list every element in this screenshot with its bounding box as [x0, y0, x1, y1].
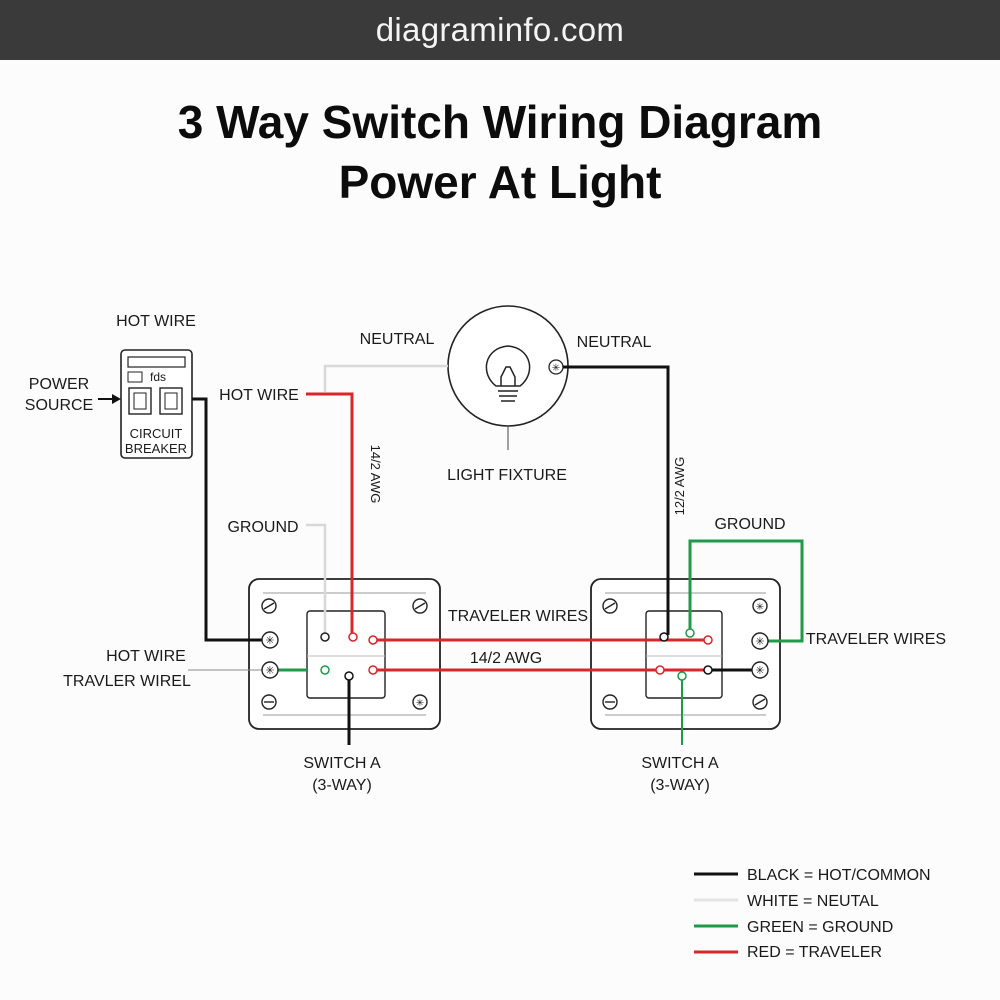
screw-icon: ✳ — [412, 694, 428, 710]
label-traveler-wires-right: TRAVELER WIRES — [806, 631, 946, 648]
svg-text:✳: ✳ — [416, 698, 424, 709]
circuit-breaker: fds CIRCUIT BREAKER — [120, 349, 193, 459]
site-header: diagraminfo.com — [0, 0, 1000, 60]
label-switch-right-2: (3-WAY) — [650, 777, 710, 794]
terminal-screw-icon: ✳ — [261, 661, 279, 679]
svg-text:✳: ✳ — [756, 602, 764, 613]
terminal-screw-icon: ✳ — [261, 631, 279, 649]
svg-text:✳: ✳ — [552, 363, 560, 374]
screw-icon — [602, 694, 618, 710]
label-hot-wire-left: HOT WIRE — [106, 648, 186, 665]
breaker-marks: fds — [150, 370, 166, 384]
power-source-arrow — [98, 394, 121, 404]
wire-neutral-left — [323, 364, 448, 392]
label-ground-right: GROUND — [714, 516, 785, 533]
diagram-labels: HOT WIRE POWER SOURCE HOT WIRE NEUTRAL N… — [25, 313, 946, 794]
label-awg-right: 12/2 AWG — [672, 457, 687, 516]
legend-item-0: BLACK = HOT/COMMON — [747, 867, 931, 884]
legend-item-3: RED = TRAVELER — [747, 944, 882, 961]
terminal-screw-icon: ✳ — [751, 632, 769, 650]
title-line-1: 3 Way Switch Wiring Diagram — [177, 96, 823, 148]
switch-a-left[interactable] — [248, 578, 441, 730]
label-traveler-wire-left: TRAVLER WIREL — [63, 673, 191, 690]
svg-text:✳: ✳ — [265, 665, 274, 677]
label-hot-wire-mid: HOT WIRE — [219, 387, 299, 404]
screw-icon — [261, 694, 277, 710]
svg-text:✳: ✳ — [755, 665, 764, 677]
label-traveler-wires-mid: TRAVELER WIRES — [448, 608, 588, 625]
label-switch-right-1: SWITCH A — [641, 755, 719, 772]
breaker-label-2: BREAKER — [125, 441, 187, 456]
label-switch-left-2: (3-WAY) — [312, 777, 372, 794]
label-ground-left: GROUND — [227, 519, 298, 536]
page-title: 3 Way Switch Wiring Diagram Power At Lig… — [0, 92, 1000, 212]
screw-icon — [261, 598, 277, 614]
label-awg-left: 14/2 AWG — [368, 445, 383, 504]
legend: BLACK = HOT/COMMON WHITE = NEUTAL GREEN … — [694, 867, 931, 961]
label-hot-wire-top: HOT WIRE — [116, 313, 196, 330]
label-power-source-1: POWER — [29, 376, 89, 393]
screw-icon — [602, 598, 618, 614]
screw-icon — [752, 694, 768, 710]
light-fixture: ✳ — [447, 305, 569, 450]
site-name[interactable]: diagraminfo.com — [375, 11, 625, 48]
svg-text:✳: ✳ — [265, 635, 274, 647]
label-switch-left-1: SWITCH A — [303, 755, 381, 772]
label-neutral-left: NEUTRAL — [360, 331, 435, 348]
legend-item-1: WHITE = NEUTAL — [747, 893, 879, 910]
wire-ground-left — [306, 523, 327, 635]
light-bulb-icon — [485, 345, 531, 402]
wire-neutral-right — [563, 365, 670, 635]
wires — [188, 364, 804, 745]
svg-text:✳: ✳ — [755, 636, 764, 648]
wire-ground-right — [688, 539, 804, 643]
switch-a-right[interactable] — [590, 578, 781, 730]
title-line-2: Power At Light — [338, 156, 662, 208]
label-awg-mid: 14/2 AWG — [470, 650, 542, 667]
terminal-screw-icon: ✳ — [751, 661, 769, 679]
screw-icon — [412, 598, 428, 614]
screw-icon: ✳ — [752, 598, 768, 614]
label-neutral-right: NEUTRAL — [577, 334, 652, 351]
label-light-fixture: LIGHT FIXTURE — [447, 467, 567, 484]
wire-hot-black — [192, 397, 263, 642]
terminals: ✳ ✳ ✳ ✳ ✳ ✳ — [261, 598, 769, 710]
wire-hot-red — [306, 392, 354, 635]
legend-item-2: GREEN = GROUND — [747, 919, 893, 936]
breaker-label-1: CIRCUIT — [130, 426, 183, 441]
label-power-source-2: SOURCE — [25, 397, 93, 414]
